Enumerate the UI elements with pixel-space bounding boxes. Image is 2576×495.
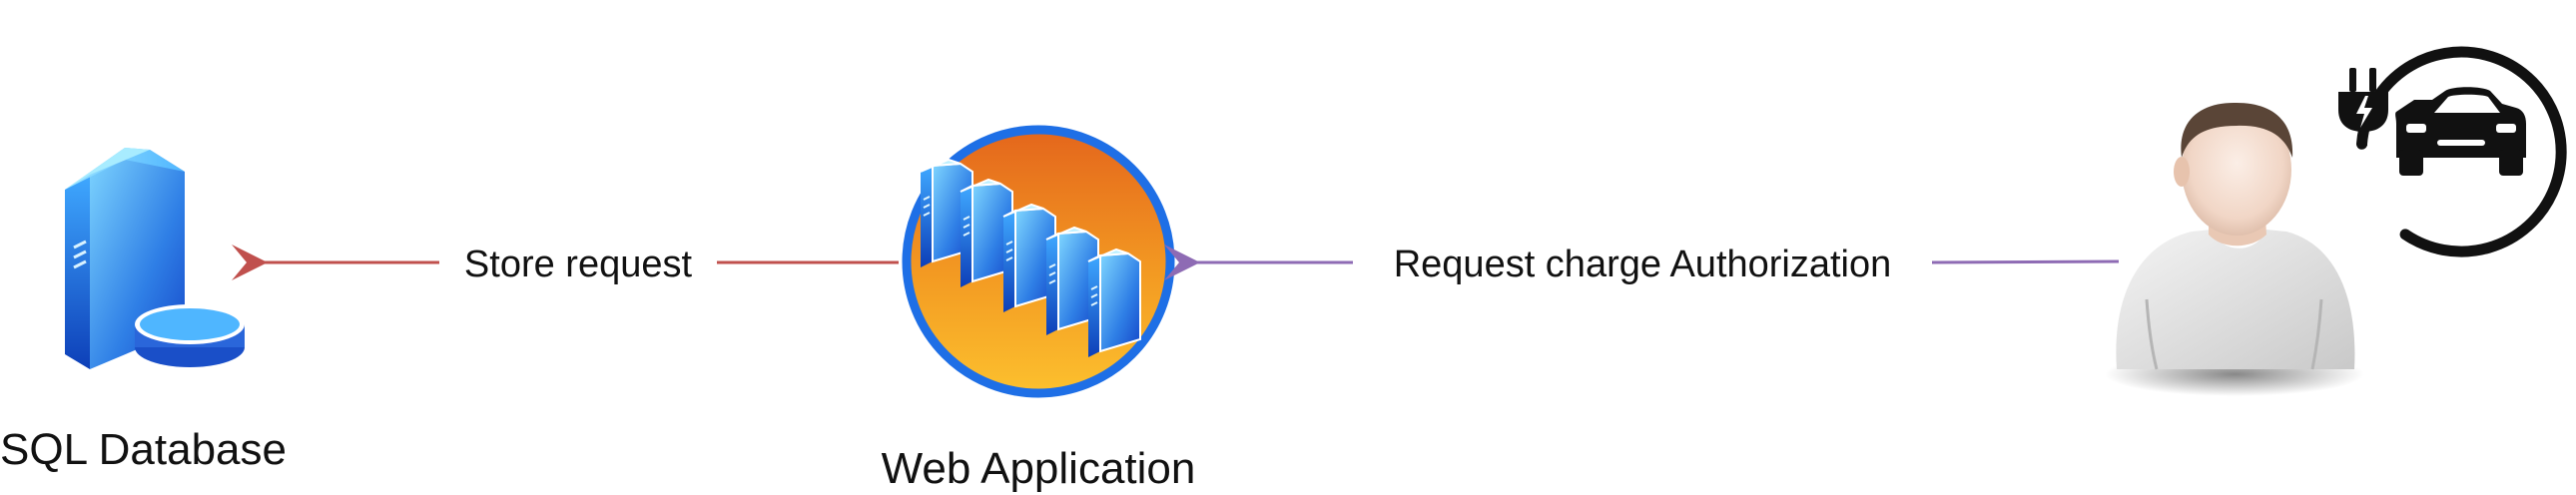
- webapp-label: Web Application: [882, 444, 1196, 493]
- server-tower-5: [1087, 248, 1141, 357]
- server-rack-icon: [902, 125, 1175, 398]
- database-label: SQL Database: [0, 425, 287, 474]
- authorization-label: Request charge Authorization: [1394, 244, 1892, 285]
- authorization-line-right: [1931, 259, 2120, 264]
- user-avatar-icon: [2105, 102, 2364, 396]
- database-server-icon: [65, 148, 245, 369]
- user-node[interactable]: [2105, 102, 2364, 396]
- server-tower-2: [960, 178, 1013, 287]
- store-request-label: Store request: [464, 244, 693, 285]
- ev-charging-car-icon: [2338, 46, 2567, 257]
- database-node[interactable]: SQL Database: [0, 148, 287, 474]
- store-request-edge[interactable]: Store request: [232, 244, 899, 285]
- ev-node[interactable]: [2338, 24, 2576, 276]
- webapp-node[interactable]: Web Application: [882, 125, 1196, 493]
- authorization-edge[interactable]: Request charge Authorization: [1164, 244, 2120, 285]
